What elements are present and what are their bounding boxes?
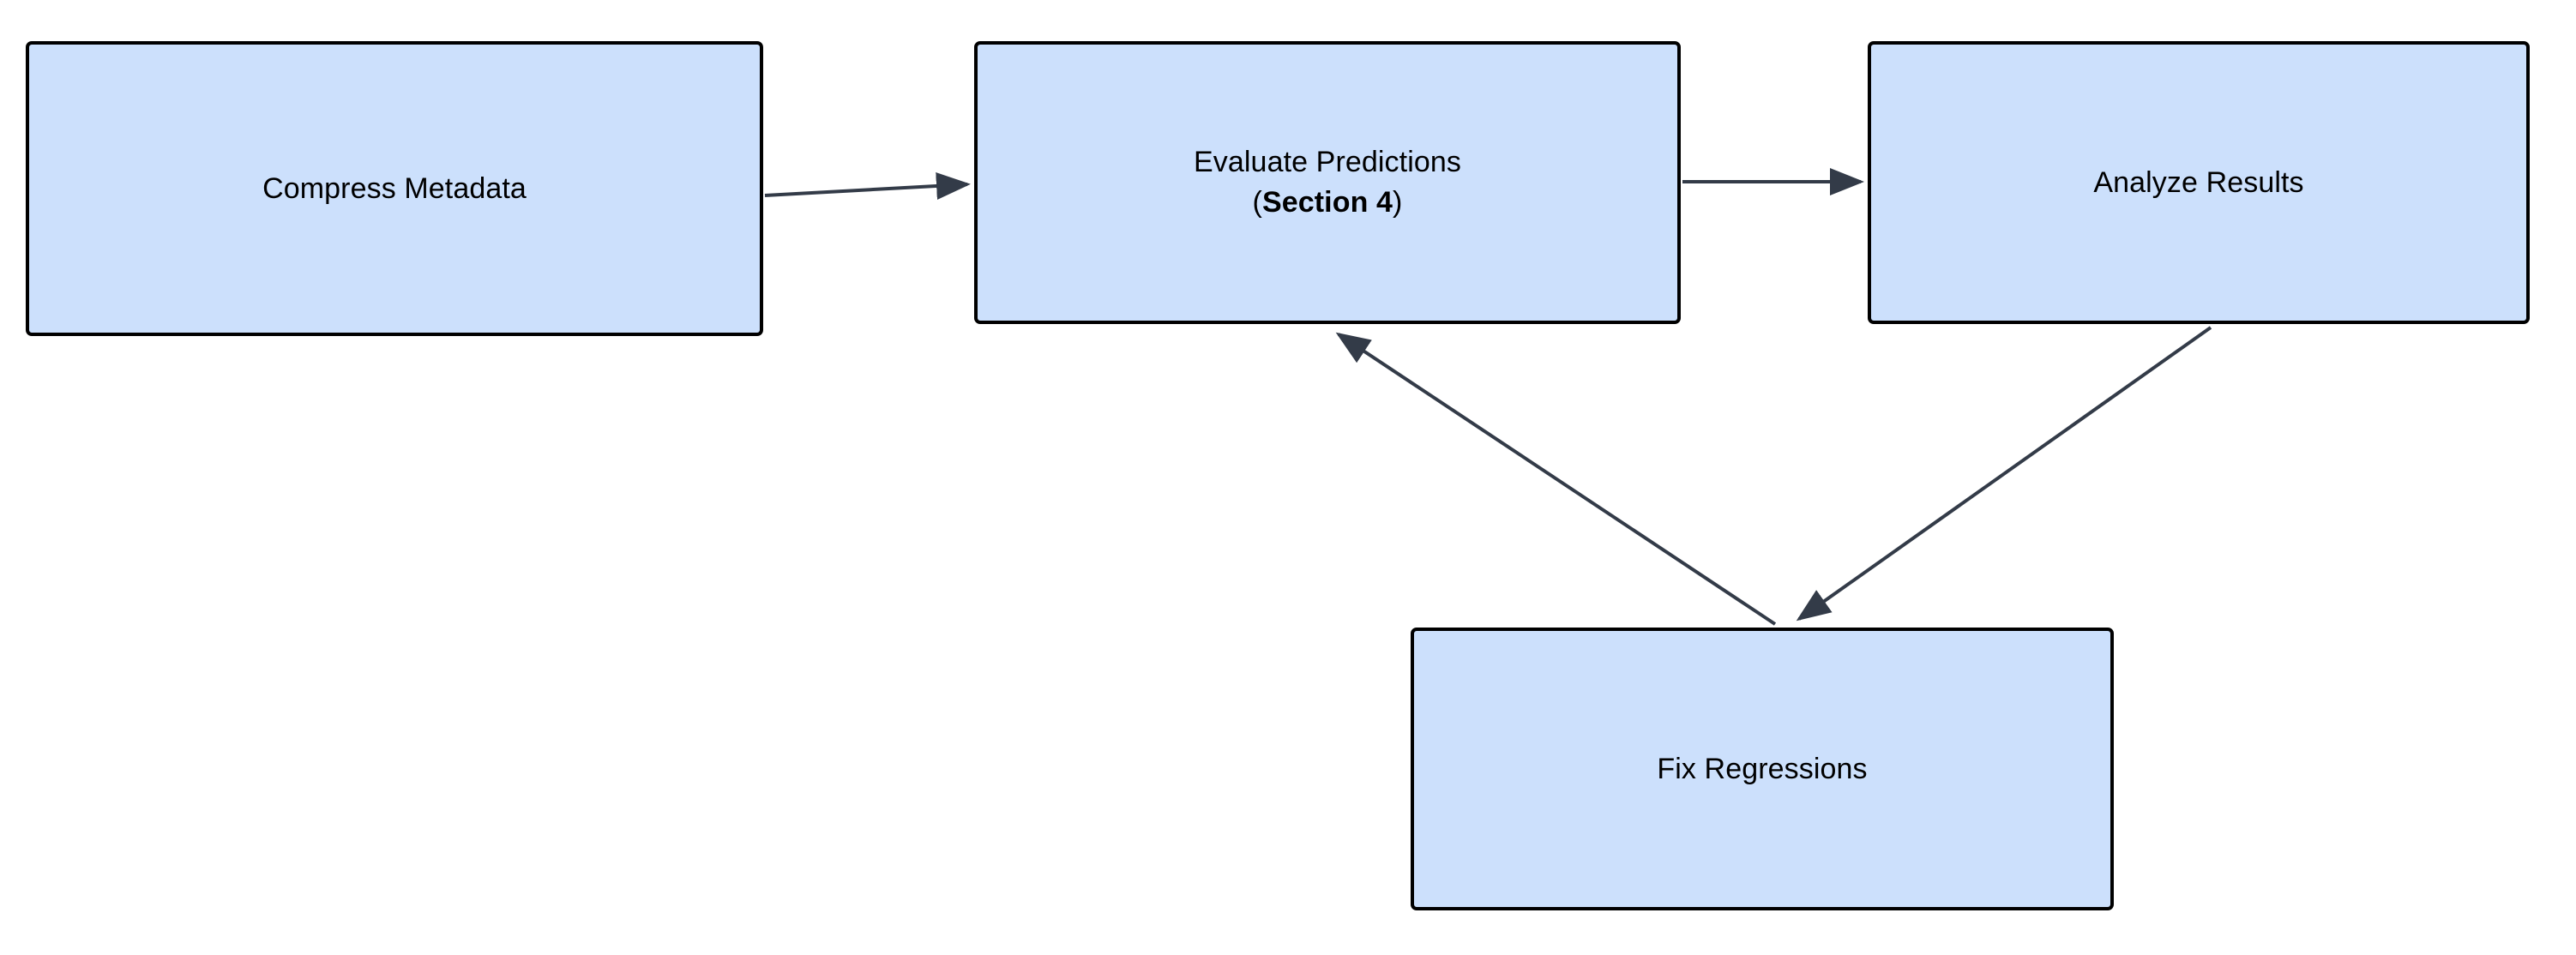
node-evaluate-predictions-label: Evaluate Predictions [1194, 146, 1461, 179]
node-analyze-results-label: Analyze Results [2093, 165, 2304, 199]
node-analyze-results[interactable]: Analyze Results [1868, 41, 2530, 324]
section-ref-close-paren: ) [1393, 186, 1403, 219]
edge-compress-to-evaluate [764, 172, 971, 200]
node-evaluate-predictions-section-ref: (Section 4) [1253, 183, 1403, 223]
edge-analyze-to-fix [1796, 326, 2212, 622]
section-ref-text: Section 4 [1261, 186, 1393, 219]
node-fix-regressions-label: Fix Regressions [1657, 752, 1868, 785]
node-fix-regressions[interactable]: Fix Regressions [1411, 628, 2114, 910]
node-compress-metadata[interactable]: Compress Metadata [26, 41, 763, 336]
section-ref-open-paren: ( [1252, 186, 1262, 219]
node-compress-metadata-label: Compress Metadata [262, 171, 527, 205]
node-evaluate-predictions[interactable]: Evaluate Predictions (Section 4) [974, 41, 1681, 324]
edge-fix-to-evaluate [1335, 332, 1777, 626]
